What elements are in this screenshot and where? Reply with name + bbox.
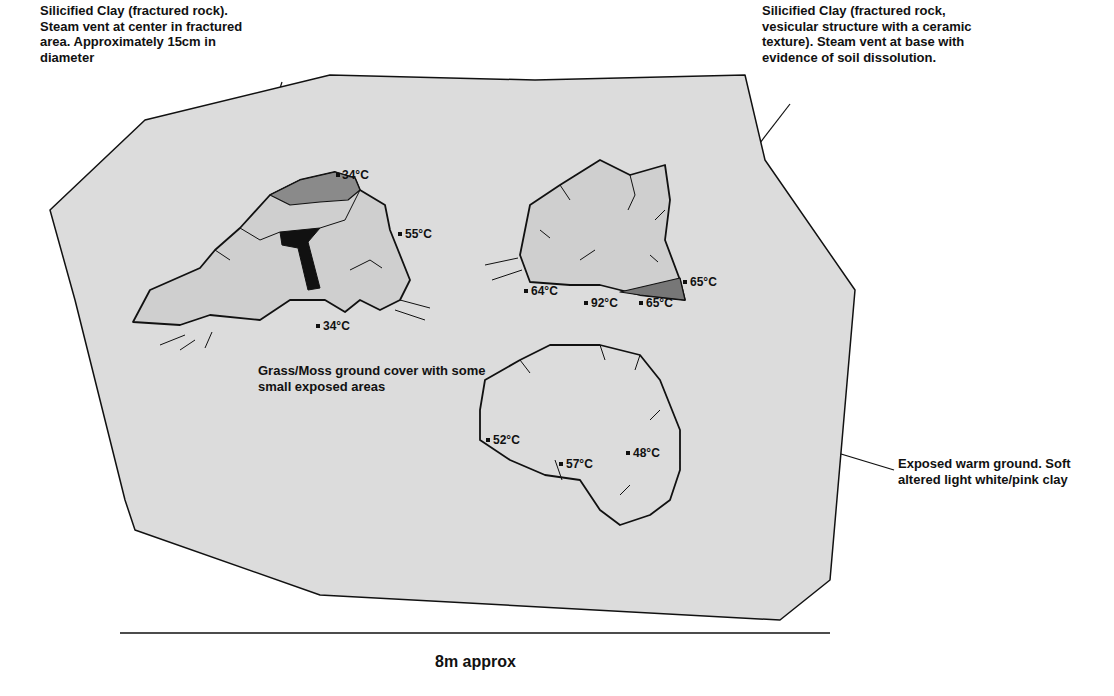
- measure-point: [316, 324, 320, 328]
- altered-clay-patch: 52°C 57°C 48°C: [470, 335, 700, 535]
- measure-point: [639, 301, 643, 305]
- fractured-rock: 34°C 55°C 34°C: [120, 160, 450, 345]
- measure-point: [626, 451, 630, 455]
- temperature-reading: 57°C: [566, 457, 593, 471]
- outline: [480, 150, 720, 320]
- temperature-reading: 65°C: [690, 275, 717, 289]
- outline: [120, 160, 450, 345]
- outline-stroke: [50, 75, 855, 620]
- callout-note: Silicified Clay (fractured rock, vesicul…: [762, 3, 994, 65]
- outline: [40, 65, 870, 635]
- outline-stroke: [280, 228, 320, 290]
- temperature-reading: 52°C: [493, 433, 520, 447]
- measure-point: [683, 280, 687, 284]
- temperature-reading: 34°C: [342, 168, 369, 182]
- outline-stroke: [160, 300, 430, 350]
- temperature-reading: 65°C: [646, 296, 673, 310]
- vesicular-rock: 65°C 64°C 92°C 65°C: [480, 150, 720, 320]
- outline-stroke: [520, 345, 660, 495]
- outline-stroke: [540, 175, 665, 262]
- area-note: Grass/Moss ground cover with some small …: [258, 363, 493, 394]
- callout-note: Silicified Clay (fractured rock). Steam …: [40, 3, 268, 65]
- measure-point: [559, 462, 563, 466]
- callout-note: Exposed warm ground. Soft altered light …: [898, 456, 1108, 487]
- measure-point: [584, 301, 588, 305]
- temperature-reading: 55°C: [405, 227, 432, 241]
- scale-bar: [120, 632, 830, 634]
- outline-stroke: [133, 172, 410, 325]
- temperature-reading: 34°C: [323, 319, 350, 333]
- ground-area: Grass/Moss ground cover with some small …: [40, 65, 870, 635]
- measure-point: [486, 438, 490, 442]
- outline-stroke: [485, 258, 522, 280]
- temperature-reading: 92°C: [591, 296, 618, 310]
- temperature-reading: 64°C: [531, 284, 558, 298]
- outline-stroke: [215, 250, 230, 260]
- outline-stroke: [520, 160, 685, 300]
- outline-stroke: [480, 345, 680, 525]
- outline-stroke: [350, 260, 382, 270]
- outline-stroke: [240, 228, 280, 240]
- measure-point: [524, 289, 528, 293]
- temperature-reading: 48°C: [633, 446, 660, 460]
- outline-stroke: [320, 190, 360, 228]
- scale-label: 8m approx: [435, 652, 516, 671]
- measure-point: [398, 232, 402, 236]
- measure-point: [336, 173, 340, 177]
